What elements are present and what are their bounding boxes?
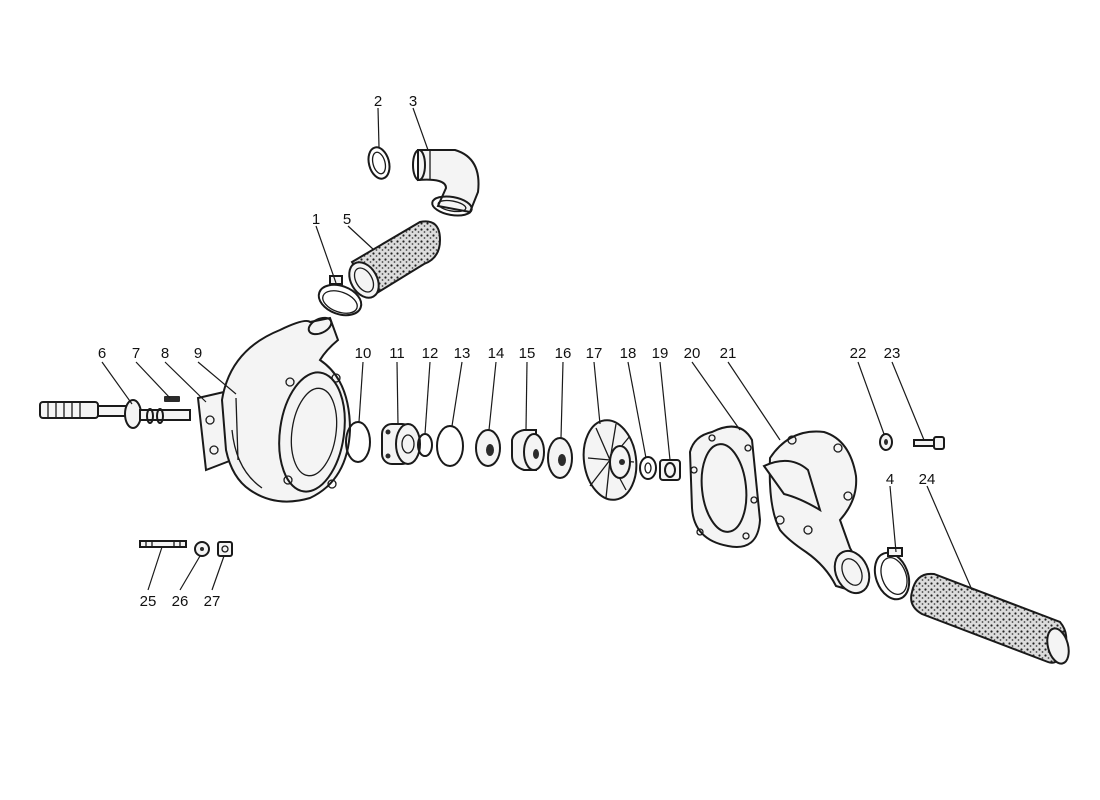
part-18-washer (639, 456, 657, 480)
callout-21: 21 (720, 345, 737, 362)
part-2-o-ring (367, 146, 391, 180)
callout-3: 3 (409, 93, 417, 110)
part-9-pump-body (220, 316, 352, 503)
callout-9: 9 (194, 345, 202, 362)
part-14-washer (475, 429, 501, 467)
part-7-key (164, 396, 180, 402)
part-19-nut (659, 459, 681, 481)
callout-2: 2 (374, 93, 382, 110)
callout-1: 1 (312, 211, 320, 228)
callout-6: 6 (98, 345, 106, 362)
callout-17: 17 (586, 345, 603, 362)
leader-lines (101, 107, 973, 591)
callout-18: 18 (620, 345, 637, 362)
part-4-hose-clamp (873, 547, 911, 601)
part-11-bearing (381, 423, 421, 465)
callout-26: 26 (172, 593, 189, 610)
part-16-washer (547, 437, 573, 479)
callout-20: 20 (684, 345, 701, 362)
part-13-circlip (436, 425, 464, 467)
part-27-nut (217, 541, 233, 557)
callout-7: 7 (132, 345, 140, 362)
callout-14: 14 (488, 345, 505, 362)
part-17-impeller (582, 419, 638, 501)
callout-13: 13 (454, 345, 471, 362)
part-21-pump-cover (762, 430, 871, 595)
part-23-bolt (913, 436, 945, 450)
part-10-circlip (345, 421, 371, 463)
callout-12: 12 (422, 345, 439, 362)
part-3-elbow-pipe (412, 149, 480, 217)
callout-15: 15 (519, 345, 536, 362)
callout-23: 23 (884, 345, 901, 362)
part-25-stud (139, 540, 187, 548)
part-1-hose-clamp (317, 275, 363, 317)
part-24-hose (910, 572, 1070, 665)
callout-8: 8 (161, 345, 169, 362)
part-15-seal (511, 429, 545, 471)
callout-5: 5 (343, 211, 351, 228)
callout-16: 16 (555, 345, 572, 362)
callout-4: 4 (886, 471, 894, 488)
part-5-hose (348, 220, 442, 299)
callout-10: 10 (355, 345, 372, 362)
callout-25: 25 (140, 593, 157, 610)
callout-11: 11 (389, 345, 405, 362)
callout-19: 19 (652, 345, 669, 362)
callout-numbers: 2 3 1 5 6 7 8 9 10 11 12 13 14 15 16 17 … (98, 93, 936, 610)
part-20-gasket (688, 425, 762, 548)
part-26-washer (194, 541, 210, 557)
part-6-pump-shaft (39, 399, 191, 429)
callout-22: 22 (850, 345, 867, 362)
callout-24: 24 (919, 471, 936, 488)
part-22-washer (879, 433, 893, 451)
callout-27: 27 (204, 593, 221, 610)
